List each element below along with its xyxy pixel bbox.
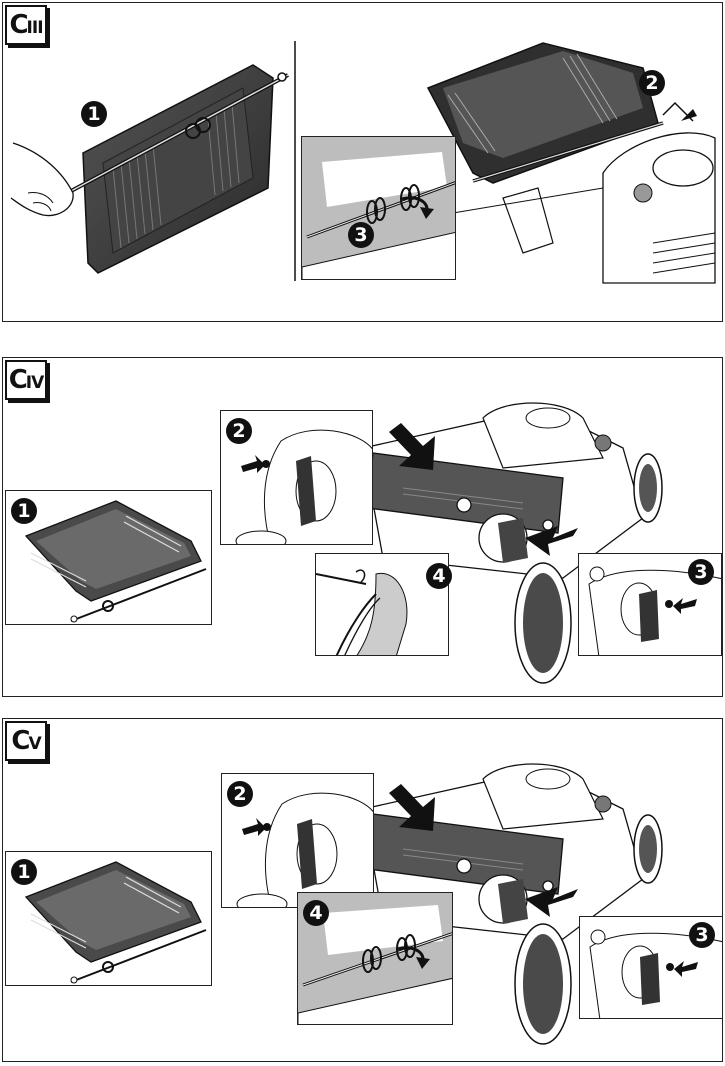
step-marker-3: 3 (688, 559, 714, 585)
step-marker-2: 2 (227, 781, 253, 807)
step-marker-4: 4 (426, 563, 452, 589)
panel-c-iii: CIII (2, 2, 723, 322)
step-marker-3: 3 (348, 222, 374, 248)
step-marker-3: 3 (689, 922, 715, 948)
step-marker-1: 1 (81, 101, 107, 127)
panel-c-v: CV (2, 718, 723, 1062)
step-marker-2: 2 (639, 70, 665, 96)
step-marker-1: 1 (11, 859, 37, 885)
step-marker-4: 4 (303, 900, 329, 926)
panel-c-iv: CIV (2, 357, 723, 697)
step-marker-1: 1 (11, 498, 37, 524)
step-marker-2: 2 (226, 418, 252, 444)
detail-inset-c-iii (301, 136, 456, 280)
